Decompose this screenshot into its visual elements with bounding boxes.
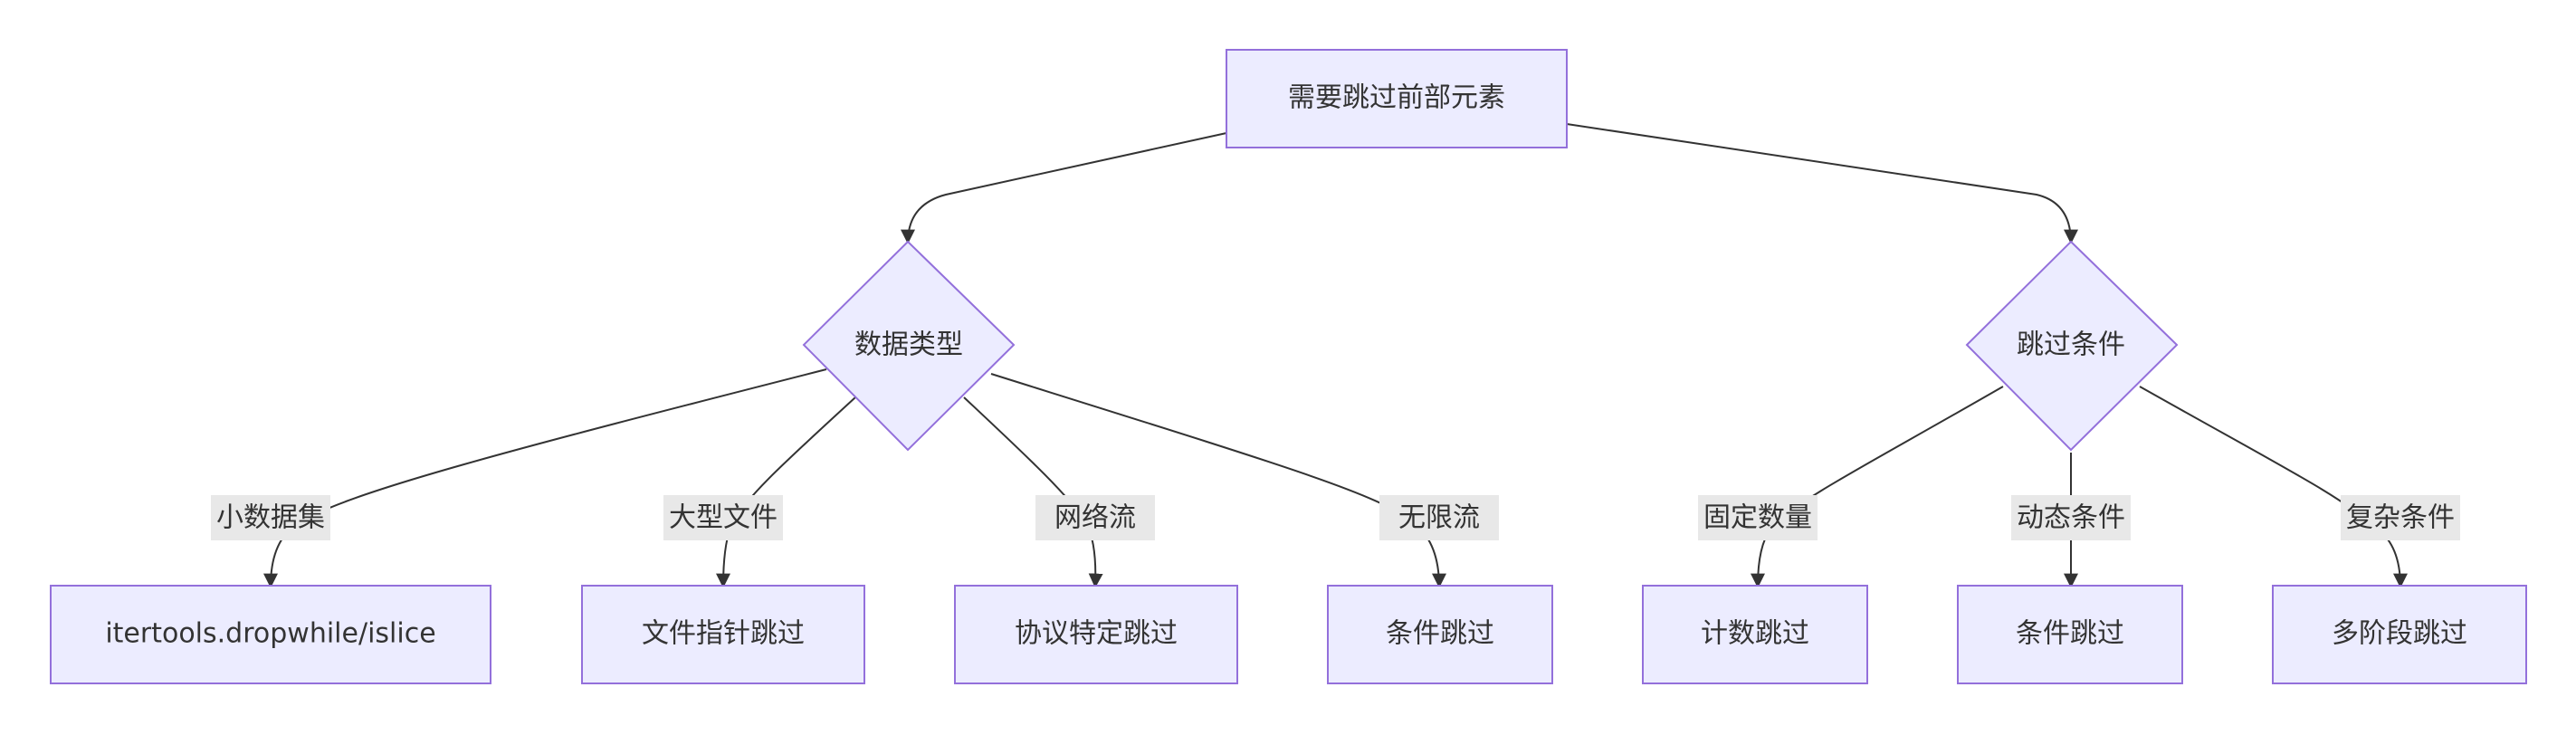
edge-data-type-to-file-pointer [716,396,856,588]
node-file-pointer[interactable]: 文件指针跳过 [581,585,865,684]
edge-label-small-dataset: 小数据集 [216,502,325,534]
node-protocol-label: 协议特定跳过 [1015,618,1178,650]
node-count-skip-label: 计数跳过 [1701,618,1809,650]
node-protocol[interactable]: 协议特定跳过 [954,585,1238,684]
node-skip-condition-label: 跳过条件 [2017,329,2125,361]
node-data-type[interactable]: 数据类型 [802,240,1016,452]
nodes: 需要跳过前部元素 数据类型 跳过条件 itertools.dropwhile/i… [50,49,2527,684]
node-cond-skip-b-label: 条件跳过 [2016,618,2124,650]
edge-label-complex-condition: 复杂条件 [2346,502,2455,534]
node-skip-condition[interactable]: 跳过条件 [1965,240,2179,452]
edge-data-type-to-itertools [263,368,827,588]
edge-label-bg [2341,495,2460,540]
edge-skip-condition-to-multistage [2139,386,2408,588]
node-root-label: 需要跳过前部元素 [1288,82,1505,114]
node-count-skip[interactable]: 计数跳过 [1642,585,1868,684]
edge-label-bg [1035,495,1155,540]
node-itertools-label: itertools.dropwhile/islice [105,618,435,650]
edge-label-dynamic-condition: 动态条件 [2017,502,2125,534]
node-itertools[interactable]: itertools.dropwhile/islice [50,585,491,684]
edge-labels: 小数据集 大型文件 网络流 无限流 固定数量 动态条件 复杂条件 [211,495,2460,540]
edge-root-to-skip-condition [1566,123,2078,244]
edge-label-bg [663,495,783,540]
edge-root-to-data-type [901,132,1227,244]
node-multistage[interactable]: 多阶段跳过 [2272,585,2527,684]
node-cond-skip-a-label: 条件跳过 [1386,618,1494,650]
edge-data-type-to-protocol [963,396,1103,588]
node-cond-skip-a[interactable]: 条件跳过 [1327,585,1553,684]
edge-skip-condition-to-count [1751,386,2004,588]
edge-label-bg [211,495,330,540]
node-multistage-label: 多阶段跳过 [2332,618,2467,650]
edge-label-bg [1379,495,1499,540]
node-cond-skip-b[interactable]: 条件跳过 [1957,585,2183,684]
edge-label-bg [1698,495,1818,540]
edge-label-fixed-count: 固定数量 [1703,502,1812,534]
node-data-type-label: 数据类型 [854,329,963,361]
edge-data-type-to-cond-a [990,373,1446,588]
edge-label-large-file: 大型文件 [669,502,778,534]
edge-label-infinite-stream: 无限流 [1398,502,1480,534]
node-root[interactable]: 需要跳过前部元素 [1226,49,1568,148]
edge-label-bg [2011,495,2131,540]
node-file-pointer-label: 文件指针跳过 [642,618,805,650]
edge-label-network-stream: 网络流 [1054,502,1136,534]
